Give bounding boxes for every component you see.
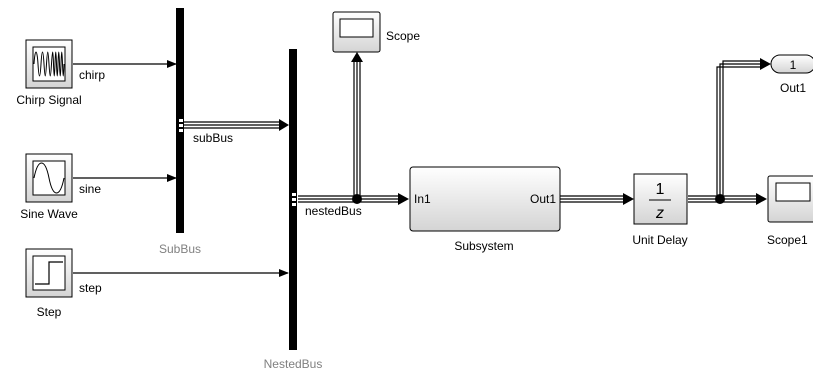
- subsystem-out-port-label: Out1: [530, 192, 556, 206]
- signal-line-unitdelay-to-scope1[interactable]: [688, 193, 767, 205]
- sine-wave-label: Sine Wave: [20, 207, 78, 221]
- chirp-waveform-icon: [33, 51, 65, 77]
- scope1-block[interactable]: [767, 175, 813, 223]
- nestedbus-label: NestedBus: [264, 357, 323, 371]
- signal-line-nestedbus[interactable]: [298, 193, 409, 205]
- sine-wave-block[interactable]: [25, 153, 73, 203]
- step-function-icon: [35, 261, 63, 285]
- branch-point-nestedbus: [352, 194, 362, 204]
- scope-block[interactable]: [332, 11, 381, 53]
- signal-label-sine: sine: [79, 182, 101, 196]
- signal-line-to-out1[interactable]: [716, 58, 771, 199]
- subsystem-in-port-label: In1: [414, 192, 431, 206]
- unit-delay-block[interactable]: 1 z: [633, 173, 688, 225]
- scope-label: Scope: [386, 29, 420, 43]
- sine-waveform-icon: [33, 162, 65, 194]
- step-label: Step: [37, 305, 62, 319]
- signal-label-chirp: chirp: [79, 68, 105, 82]
- signal-label-nestedbus: nestedBus: [305, 204, 362, 218]
- nestedbus-bus-creator[interactable]: [289, 49, 297, 350]
- signal-label-subbus: subBus: [193, 131, 233, 145]
- subsystem-block[interactable]: In1 Out1: [409, 166, 561, 232]
- scope-screen-icon: [339, 18, 374, 38]
- subbus-bus-creator[interactable]: [176, 8, 184, 233]
- out1-port-number: 1: [790, 58, 797, 72]
- scope1-label: Scope1: [767, 233, 808, 247]
- signal-line-subsystem-to-unitdelay[interactable]: [560, 193, 634, 205]
- scope1-screen-icon: [775, 182, 811, 202]
- branch-point-unitdelay: [715, 194, 725, 204]
- step-block[interactable]: [25, 248, 73, 298]
- unit-delay-denominator: z: [655, 205, 664, 222]
- unit-delay-numerator: 1: [656, 181, 665, 198]
- signal-line-to-scope[interactable]: [351, 52, 363, 199]
- out1-port-block[interactable]: 1: [770, 54, 813, 74]
- chirp-signal-block[interactable]: [25, 39, 73, 89]
- unit-delay-label: Unit Delay: [632, 233, 687, 247]
- signal-line-subbus[interactable]: [184, 119, 289, 131]
- subbus-label: SubBus: [159, 242, 201, 256]
- subsystem-label: Subsystem: [454, 239, 513, 253]
- signal-label-step: step: [79, 281, 102, 295]
- chirp-signal-label: Chirp Signal: [16, 93, 81, 107]
- out1-label: Out1: [780, 81, 806, 95]
